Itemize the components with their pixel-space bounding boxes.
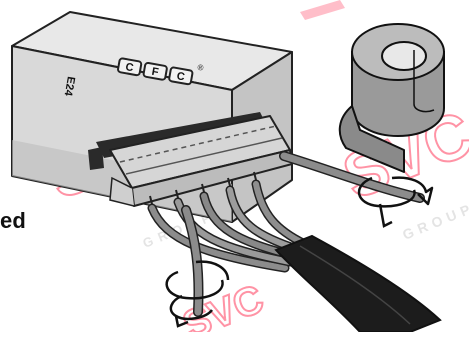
cable-sleeve [276, 236, 440, 332]
side-label-text: ed [0, 208, 26, 234]
svg-text:GROUP: GROUP [400, 199, 469, 242]
watermark-top [300, 0, 345, 20]
